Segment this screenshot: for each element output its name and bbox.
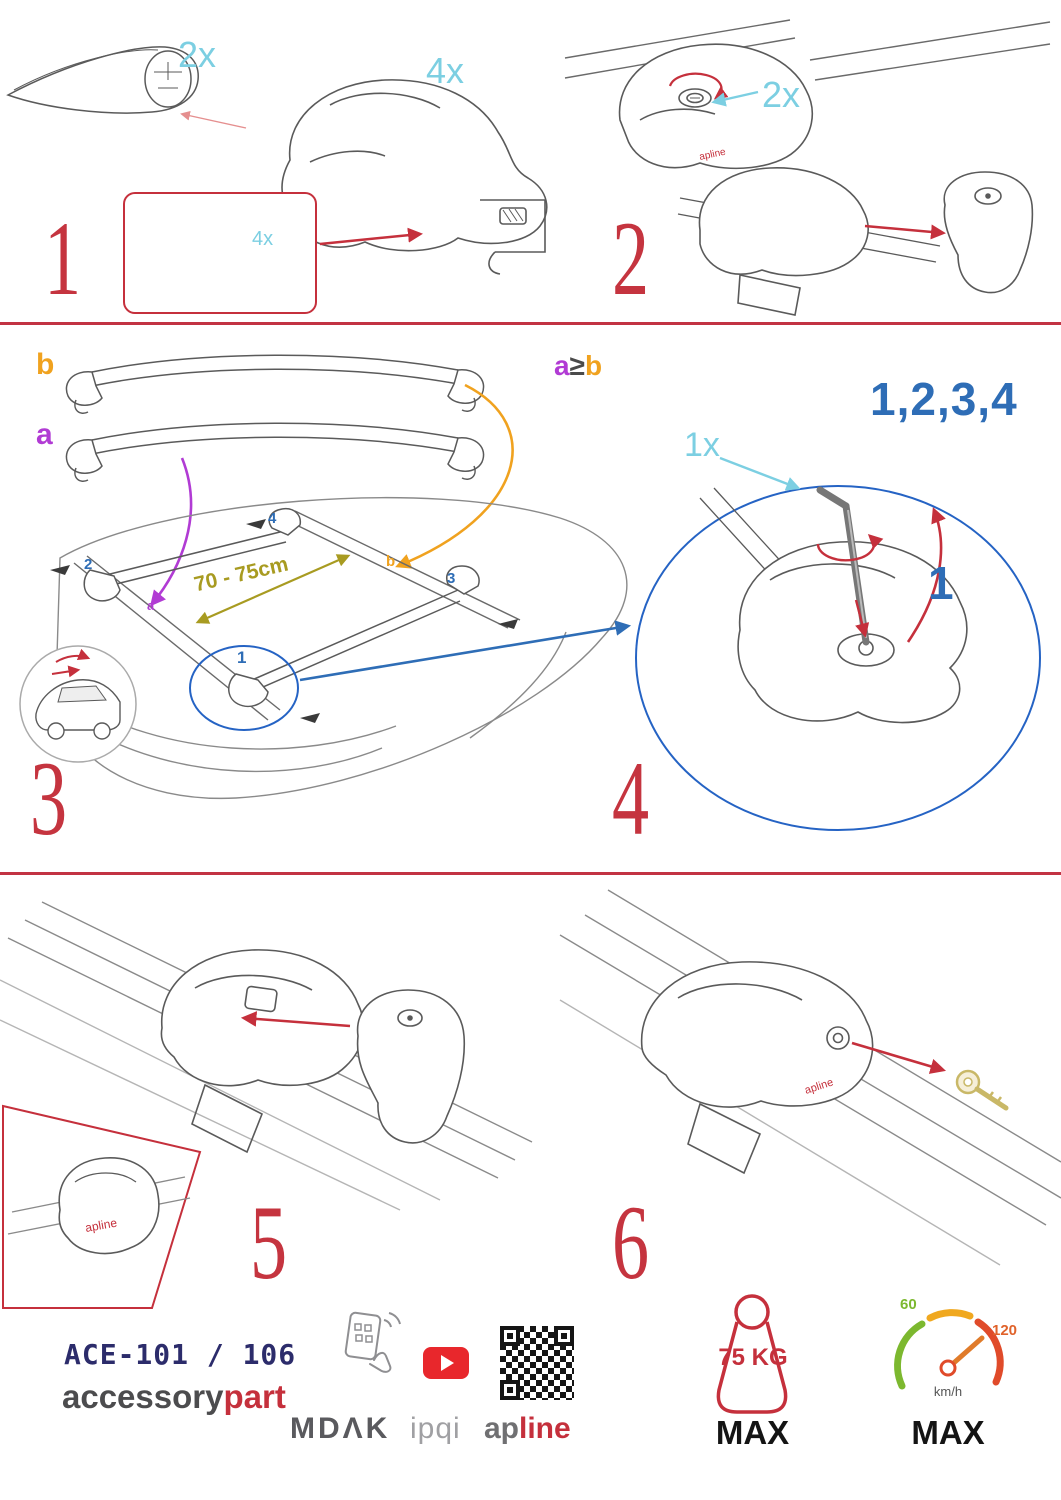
distance-arrow [195,554,351,624]
apline-line: line [519,1412,571,1445]
roof-position-2: 2 [84,556,93,573]
cyan-arrow-key-qty [711,90,759,107]
phone-qr-scan-icon [344,1311,401,1373]
foot1-highlight-circle [189,645,299,731]
roof-bar-a-label: a [147,598,155,613]
red-arrow-endcap [864,224,946,240]
roof-top-view-drawing [55,496,628,800]
speed-unit-label: km/h [933,1384,963,1399]
step5-step6-illustration: apline apline [0,889,1061,1309]
section-divider-1 [0,322,1061,325]
step6-number: 6 [612,1184,650,1301]
youtube-icon [423,1347,469,1379]
orange-arrow-bar-b [395,383,514,569]
brand-accessory: accessory [62,1378,224,1415]
speed-high-label: 120 [992,1322,1018,1339]
model-number: ACE-101 / 106 [64,1338,297,1371]
red-arrow-lock-to-key [851,1041,946,1074]
roof-bar-b-label: b [386,553,396,570]
max-weight-label: MAX [715,1414,790,1451]
tighten-sequence-label: 1,2,3,4 [870,373,1018,425]
mdak-logo: MDΛK [290,1412,391,1445]
step3-number: 3 [30,740,68,857]
qr-code-icon [500,1326,574,1400]
roof-position-1: 1 [237,648,247,667]
ipqi-logo: ipqi [410,1412,461,1445]
cyan-arrow-tool [719,456,801,491]
max-weight-icon [716,1294,788,1414]
relation-a: a [554,350,570,381]
leader-line-bar [180,110,247,129]
speedometer-icon [894,1309,1004,1390]
purple-arrow-bar-a [150,457,193,607]
blue-arrow-to-zoom [299,620,632,682]
roof-crossbars-drawing [50,507,518,723]
step2-number: 2 [612,200,650,317]
max-speed-label: MAX [911,1414,985,1451]
a-b-relation: a≥b [554,350,602,382]
brand-wordmark: accessorypart [62,1378,286,1416]
section-divider-2 [0,872,1061,875]
lock-cylinder [826,1026,850,1050]
crossbar-b-drawing [65,354,485,414]
step2-rail-drawing [564,19,1051,81]
torque-step-label: 1 [928,557,955,609]
inset-foot-brand-text: apline [84,1216,118,1235]
step5-number: 5 [250,1184,288,1301]
crossbar-a-drawing [65,422,485,482]
red-arrow-sequence [906,507,946,643]
crossbar-profile-drawing [6,46,199,114]
red-rotate-arrow-key [668,72,729,100]
step4-number: 4 [612,740,650,857]
step1-number: 1 [44,200,82,317]
apline-logo: apline [484,1412,571,1446]
step2-endcap-drawing [677,167,1034,316]
red-arrow-pad-to-foot [319,227,423,246]
step5-cover-drawing [356,989,466,1144]
roof-position-4: 4 [268,510,277,527]
relation-b: b [584,350,603,381]
step3-step4-illustration [19,354,1041,831]
bar-b-label: b [36,348,55,381]
pad-detail-inset-box [123,192,317,314]
step1-bar-quantity: 2x [178,34,217,75]
tool-quantity: 1x [684,426,720,464]
allen-key-icon [816,486,870,646]
step5-inset-drawing: apline [2,1104,202,1309]
foot-logo-patch [499,207,527,225]
apline-ap: ap [484,1412,520,1445]
step1-foot-quantity: 4x [426,50,465,91]
key-icon [955,1069,1009,1111]
bar-a-label: a [36,418,53,451]
car-inset-drawing [19,645,137,763]
step2-key-quantity: 2x [762,74,801,115]
step1-pad-quantity: 4x [252,228,274,250]
zoom-foot-drawing [699,487,968,724]
qr-finder-bl [500,1380,520,1400]
roof-position-3: 3 [447,570,456,587]
qr-finder-tr [554,1326,574,1346]
speed-low-label: 60 [900,1296,917,1313]
red-arrow-cover-slide [240,1011,351,1028]
red-rotate-arrow-allen [816,534,884,562]
max-weight-value: 75 KG [718,1344,788,1371]
qr-finder-tl [500,1326,520,1346]
step5-foot-drawing [160,949,365,1154]
brand-part: part [223,1378,286,1415]
red-arrow-into-bolt [854,599,870,638]
step6-foot-drawing [640,961,874,1175]
relation-sign: ≥ [569,350,585,381]
